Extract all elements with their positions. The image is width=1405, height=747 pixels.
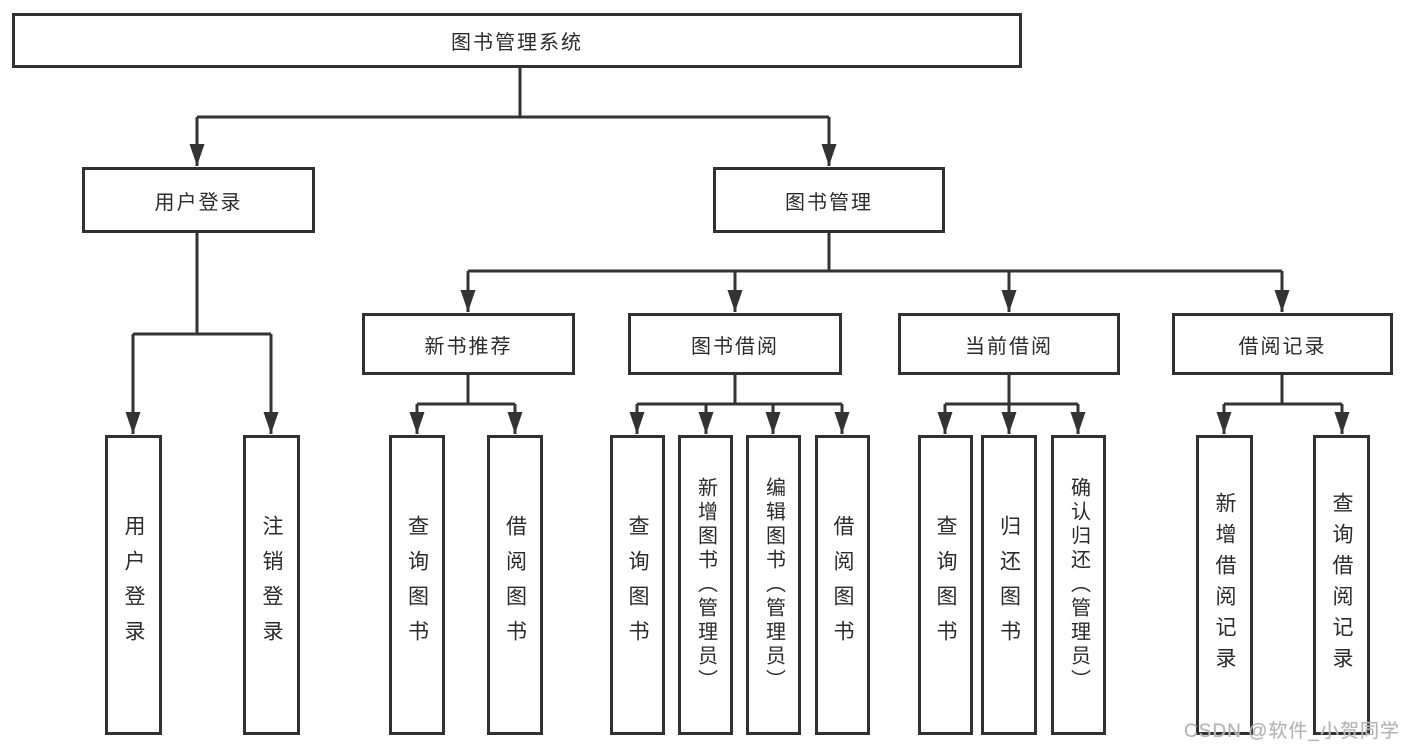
node-new-book-recommend: 新书推荐 <box>362 313 575 375</box>
leaf-borrow-query-label: 查询图书 <box>626 515 649 655</box>
node-new-book-recommend-label: 新书推荐 <box>424 335 513 358</box>
leaf-borrow-add-admin: 新增图书（管理员） <box>678 435 733 735</box>
node-borrow-records-label: 借阅记录 <box>1238 335 1327 358</box>
leaf-record-query: 查询借阅记录 <box>1313 435 1370 735</box>
leaf-borrow-add-admin-label: 新增图书（管理员） <box>694 477 717 693</box>
leaf-record-query-label: 查询借阅记录 <box>1330 492 1353 678</box>
leaf-current-confirm-admin-label: 确认归还（管理员） <box>1067 477 1090 693</box>
leaf-borrow-borrow: 借阅图书 <box>815 435 870 735</box>
leaf-borrow-borrow-label: 借阅图书 <box>831 515 854 655</box>
csdn-watermark: CSDN @软件_小贺同学 <box>1184 721 1400 742</box>
leaf-current-query-label: 查询图书 <box>934 515 957 655</box>
leaf-borrow-edit-admin-label: 编辑图书（管理员） <box>762 477 785 693</box>
node-current-borrow-label: 当前借阅 <box>965 335 1053 358</box>
leaf-borrow-query: 查询图书 <box>610 435 665 735</box>
node-user-login-label: 用户登录 <box>154 191 243 214</box>
leaf-newbook-borrow-label: 借阅图书 <box>503 515 527 655</box>
leaf-borrow-edit-admin: 编辑图书（管理员） <box>746 435 801 735</box>
leaf-record-add: 新增借阅记录 <box>1196 435 1253 735</box>
node-borrow-records: 借阅记录 <box>1172 313 1393 375</box>
node-book-borrow: 图书借阅 <box>628 313 842 375</box>
leaf-current-query: 查询图书 <box>918 435 973 735</box>
leaf-logout-label: 注销登录 <box>260 515 283 655</box>
leaf-logout: 注销登录 <box>243 435 300 735</box>
node-root-label: 图书管理系统 <box>451 32 583 54</box>
leaf-current-return-label: 归还图书 <box>997 515 1021 655</box>
leaf-current-confirm-admin: 确认归还（管理员） <box>1051 435 1106 735</box>
leaf-newbook-query: 查询图书 <box>389 435 445 735</box>
node-book-management-label: 图书管理 <box>785 191 873 214</box>
leaf-record-add-label: 新增借阅记录 <box>1213 492 1236 678</box>
leaf-newbook-borrow: 借阅图书 <box>487 435 543 735</box>
node-root: 图书管理系统 <box>12 13 1022 68</box>
leaf-user-login-label: 用户登录 <box>122 515 145 655</box>
leaf-current-return: 归还图书 <box>981 435 1037 735</box>
node-book-borrow-label: 图书借阅 <box>691 335 779 358</box>
node-book-management: 图书管理 <box>713 167 945 233</box>
leaf-user-login: 用户登录 <box>105 435 162 735</box>
node-user-login: 用户登录 <box>82 167 315 233</box>
leaf-newbook-query-label: 查询图书 <box>405 515 429 655</box>
node-current-borrow: 当前借阅 <box>898 313 1120 375</box>
